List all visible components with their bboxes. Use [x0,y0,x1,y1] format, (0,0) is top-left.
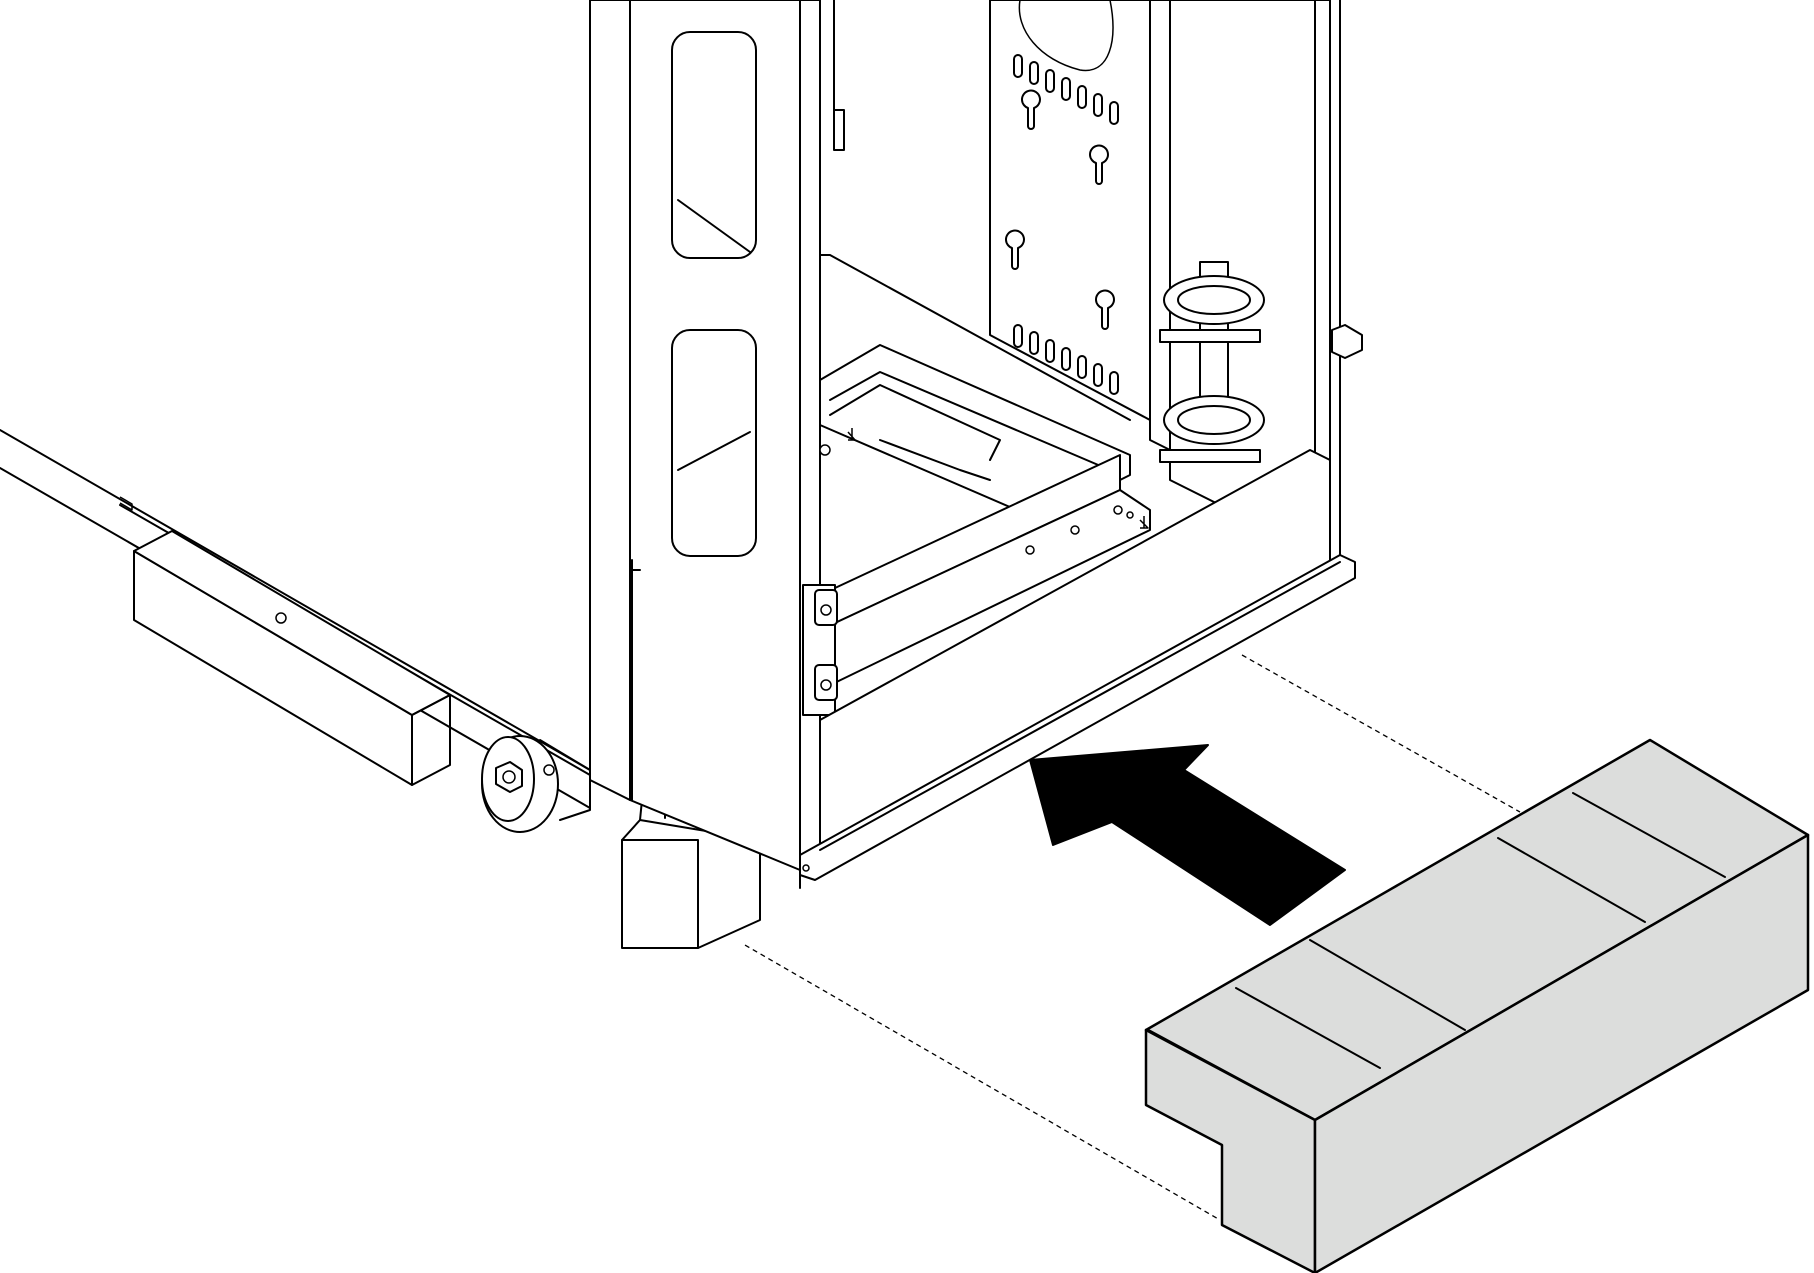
cable-tube [1159,261,1265,463]
door-hinge [802,584,838,716]
push-arrow-icon [1029,744,1346,926]
caster-wheel [481,735,591,833]
side-cutout-lower [671,329,757,557]
stabilizer-block [1144,738,1810,1273]
side-bracket [133,530,451,786]
rack-cabinet [589,0,1363,889]
mounting-slots [1004,0,1119,395]
side-cutout-upper [671,31,757,259]
stabilizer-block-side [1313,833,1810,1273]
dashed-alignment-lines [744,654,1521,1221]
